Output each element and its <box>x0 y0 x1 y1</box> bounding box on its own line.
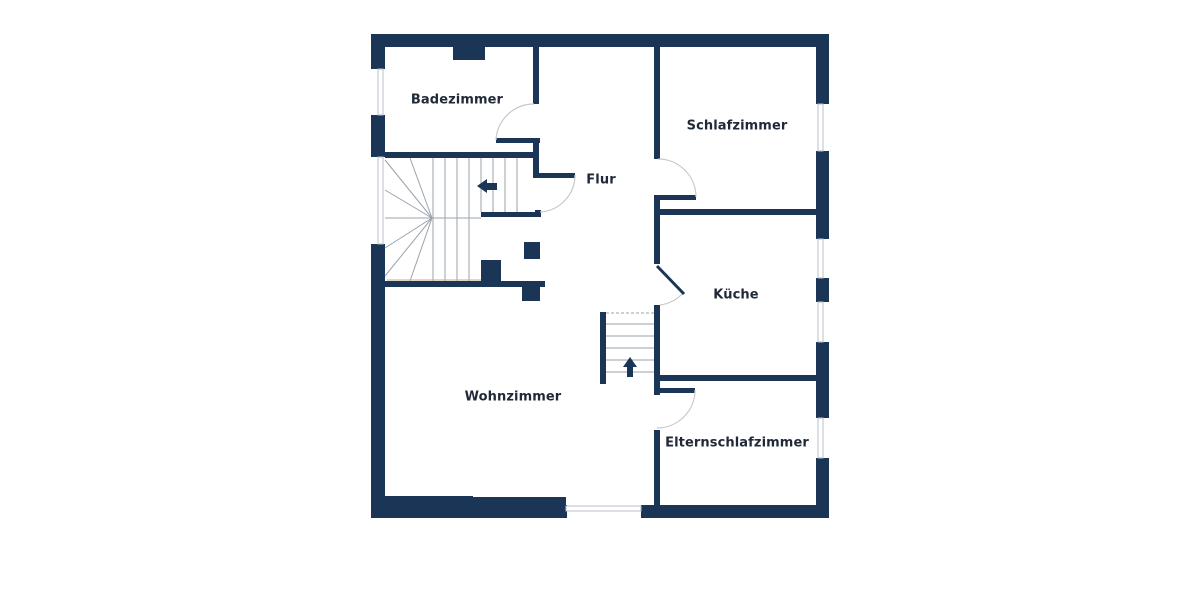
staircase-winding <box>384 157 518 282</box>
room-label-flur: Flur <box>586 172 616 188</box>
room-label-schlafzimmer: Schlafzimmer <box>686 118 788 134</box>
interior-walls <box>385 47 816 508</box>
room-label-wohnzimmer: Wohnzimmer <box>464 389 562 405</box>
windows <box>377 68 824 512</box>
room-label-badezimmer: Badezimmer <box>410 92 504 108</box>
staircase-straight <box>606 312 654 373</box>
door-swings <box>495 103 697 429</box>
room-label-elternschlafzimmer: Elternschlafzimmer <box>665 435 809 451</box>
stair-arrow-left-icon <box>477 179 497 193</box>
outer-walls <box>371 34 829 518</box>
room-label-kueche: Küche <box>713 287 759 303</box>
stair-arrow-up-icon <box>623 357 637 377</box>
